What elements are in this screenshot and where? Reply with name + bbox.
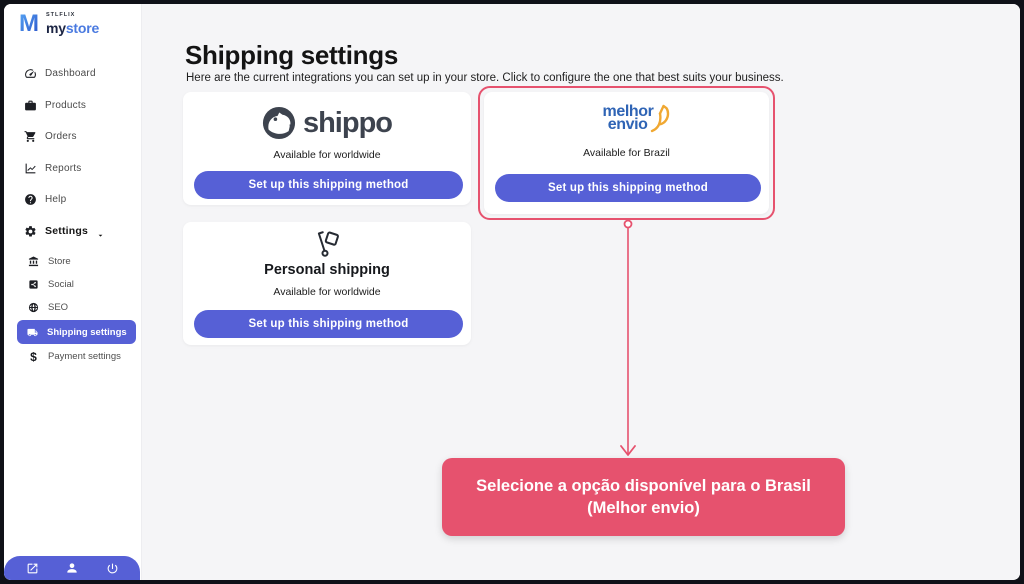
bank-icon (28, 256, 39, 267)
sidebar-item-products[interactable]: Products (4, 90, 141, 122)
help-icon (24, 193, 37, 206)
sidebar-item-reports[interactable]: Reports (4, 153, 141, 185)
sidebar-item-seo[interactable]: SEO (4, 296, 141, 319)
annotation-line2: (Melhor envio) (587, 499, 700, 517)
truck-icon (27, 327, 38, 338)
availability-text: Available for worldwide (273, 149, 381, 161)
annotation-highlight-border: melhor envio Available for Brazil Set up… (478, 86, 775, 220)
main-content: Shipping settings Here are the current i… (142, 4, 1020, 580)
shipping-card-shippo: shippo Available for worldwide Set up th… (183, 92, 471, 205)
briefcase-icon (24, 99, 37, 112)
melhor-envio-logo: melhor envio (584, 101, 670, 141)
annotation-callout: Selecione a opção disponível para o Bras… (442, 458, 845, 536)
sidebar-item-settings[interactable]: Settings (4, 216, 141, 248)
setup-melhor-envio-button[interactable]: Set up this shipping method (495, 174, 761, 202)
chart-icon (24, 162, 37, 175)
dollar-icon: $ (30, 349, 37, 364)
cart-icon (24, 130, 37, 143)
melhor-envio-wordmark-line1: melhor (602, 103, 654, 120)
availability-text: Available for worldwide (273, 286, 381, 298)
person-icon (67, 563, 77, 573)
external-link-icon (27, 563, 37, 573)
sidebar-nav: Dashboard Products Orders (4, 58, 141, 247)
melhor-envio-thumb-icon (650, 104, 669, 133)
sidebar-item-orders[interactable]: Orders (4, 121, 141, 153)
shippo-wordmark: shippo (302, 106, 393, 139)
sidebar-item-social[interactable]: Social (4, 273, 141, 296)
power-button[interactable] (105, 561, 119, 575)
setup-shippo-button[interactable]: Set up this shipping method (194, 171, 463, 199)
annotation-arrow (620, 219, 636, 456)
sidebar-item-store[interactable]: Store (4, 250, 141, 273)
svg-text:M: M (19, 10, 39, 36)
shipping-card-personal: Personal shipping Available for worldwid… (183, 222, 471, 345)
gear-icon (24, 225, 37, 238)
brand-name: mystore (46, 19, 100, 36)
brand-logo: M STLFLIX mystore (16, 10, 99, 36)
dashboard-icon (24, 67, 37, 80)
annotation-line1: Selecione a opção disponível para o Bras… (476, 476, 811, 495)
sidebar-footer-bar (4, 556, 140, 580)
hand-truck-icon (183, 229, 471, 259)
sidebar-item-payment-settings[interactable]: $ Payment settings (4, 345, 141, 368)
brand-small-label: STLFLIX (46, 12, 76, 18)
page-subtitle: Here are the current integrations you ca… (186, 72, 784, 84)
app-screen: M STLFLIX mystore Dashboard (4, 4, 1020, 580)
sidebar-item-dashboard[interactable]: Dashboard (4, 58, 141, 90)
sidebar: M STLFLIX mystore Dashboard (4, 4, 142, 580)
globe-icon (28, 302, 39, 313)
account-button[interactable] (65, 561, 79, 575)
share-icon (28, 279, 39, 290)
settings-subnav: Store Social SEO (4, 250, 141, 368)
power-icon (107, 563, 117, 573)
shipping-card-melhor-envio: melhor envio Available for Brazil Set up… (484, 92, 769, 214)
shippo-hippo-icon (262, 106, 296, 140)
chevron-down-icon (96, 227, 105, 237)
sidebar-item-shipping-settings[interactable]: Shipping settings (17, 320, 136, 344)
sidebar-item-help[interactable]: Help (4, 184, 141, 216)
page-title: Shipping settings (185, 40, 399, 70)
setup-personal-shipping-button[interactable]: Set up this shipping method (194, 310, 463, 338)
availability-text: Available for Brazil (583, 147, 670, 159)
mystore-logo-icon: M (19, 10, 39, 36)
shippo-logo: shippo (183, 103, 471, 143)
melhor-envio-wordmark-line2: envio (607, 115, 648, 133)
card-title: Personal shipping (264, 262, 390, 278)
external-link-button[interactable] (25, 561, 39, 575)
